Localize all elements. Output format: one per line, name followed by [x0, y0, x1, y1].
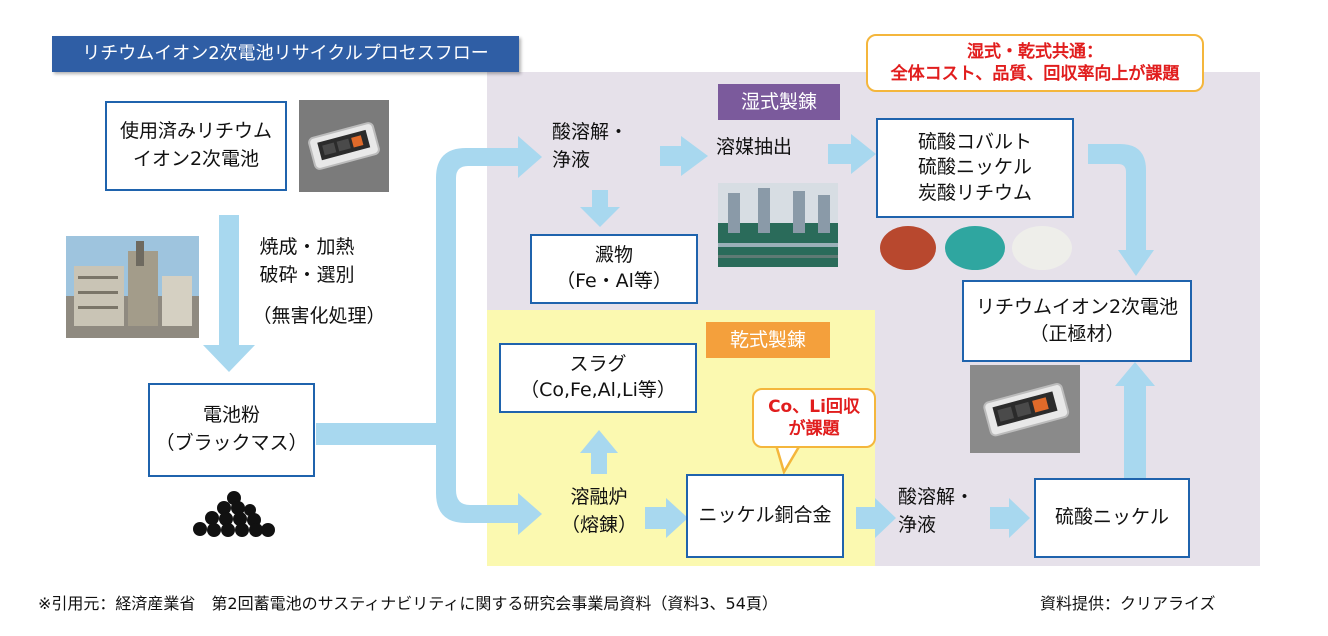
li-battery-line1: リチウムイオン2次電池 [975, 296, 1179, 319]
arrow-shaft-acid1-down [592, 190, 608, 208]
used-battery-line1: 使用済みリチウム [119, 120, 272, 143]
battery-powder-line2: （ブラックマス） [155, 432, 308, 454]
acid2-line1: 酸溶解・ [898, 486, 975, 508]
arrow-shaft-acid1-solvent [660, 146, 682, 166]
roasting-step: 焼成・加熱 破砕・選別 [244, 234, 370, 289]
arrow-shaft-furnace-alloy [645, 507, 667, 529]
solvent-extraction-step: 溶媒抽出 [716, 136, 793, 158]
wet-process-label: 湿式製錬 [718, 84, 840, 120]
nickel-sulfate-powder [945, 226, 1005, 270]
used-battery-box: 使用済みリチウム イオン2次電池 [105, 101, 287, 191]
source-citation: ※引用元：経済産業省 第2回蓄電池のサスティナビリティに関する研究会事業局資料（… [38, 594, 778, 613]
new-battery-image [970, 365, 1080, 453]
solvent-extraction-image [718, 183, 838, 267]
roasting-step-line1: 焼成・加熱 [259, 236, 355, 258]
precipitate-line1: 澱物 [594, 244, 633, 267]
arrow-head-acid1 [518, 136, 542, 178]
lithium-carbonate-powder [1012, 226, 1072, 270]
co-li-recovery-callout: Co、Li回収 が課題 [752, 388, 876, 448]
li-battery-line2: （正極材） [1029, 323, 1125, 345]
acid2-line2: 浄液 [898, 513, 937, 536]
arrow-shaft-sulfates-libattery [1088, 144, 1146, 250]
battery-image [299, 100, 389, 192]
arrow-shaft-solvent-sulfates [828, 144, 852, 164]
sulfates-box: 硫酸コバルト 硫酸ニッケル 炭酸リチウム [876, 118, 1074, 218]
slag-line2: （Co,Fe,Al,Li等） [520, 379, 676, 401]
acid-dissolution-step-2: 酸溶解・ 浄液 [898, 484, 998, 539]
battery-powder-box: 電池粉 （ブラックマス） [148, 383, 315, 477]
slag-box: スラグ （Co,Fe,Al,Li等） [499, 343, 697, 413]
arrow-head-furnace-up [580, 430, 618, 453]
alloy-line1: ニッケル銅合金 [698, 504, 832, 527]
nickel-copper-alloy-box: ニッケル銅合金 [686, 474, 844, 558]
co-li-line2: が課題 [788, 419, 840, 439]
arrow-shaft-powder-out [316, 423, 436, 445]
roasting-step-note: （無害化処理） [252, 305, 386, 327]
common-issue-line1: 湿式・乾式共通： [967, 41, 1103, 62]
page-title: リチウムイオン2次電池リサイクルプロセスフロー [52, 36, 519, 72]
arrow-shaft-nisulfate-up [1124, 386, 1146, 478]
arrow-head-nisulfate-up [1115, 362, 1155, 386]
arrow-shaft-acid2-nisulfate [990, 507, 1010, 529]
arrow-head-acid1-down [580, 207, 620, 227]
furnace-line1: 溶融炉 [570, 486, 628, 508]
black-mass-image [193, 491, 275, 537]
acid1-line1: 酸溶解・ [552, 121, 629, 143]
slag-line1: スラグ [569, 353, 627, 376]
arrow-head-alloy-acid2 [875, 498, 896, 538]
arrow-head-down-left [203, 345, 255, 372]
ni-sulfate-line1: 硫酸ニッケル [1054, 506, 1169, 529]
arrow-head-furnace [518, 493, 542, 535]
chemical-powders-image [880, 226, 1072, 270]
arrow-shaft-alloy-acid2 [856, 507, 876, 529]
arrow-head-acid1-solvent [681, 136, 708, 176]
co-li-line1: Co、Li回収 [768, 396, 860, 417]
acid1-line2: 浄液 [552, 148, 591, 171]
roasting-plant-image [66, 236, 199, 338]
common-issue-line2: 全体コスト、品質、回収率向上が課題 [890, 64, 1180, 84]
sulfates-line1: 硫酸コバルト [917, 130, 1032, 153]
nickel-sulfate-box: 硫酸ニッケル [1034, 478, 1190, 558]
sulfates-line2: 硫酸ニッケル [917, 156, 1032, 179]
precipitate-box: 澱物 （Fe・Al等） [530, 234, 698, 304]
arrow-shaft-furnace-up [591, 452, 607, 474]
arrow-split-vertical [436, 148, 520, 523]
cobalt-sulfate-powder [880, 226, 936, 270]
arrow-head-furnace-alloy [666, 498, 688, 538]
arrow-shaft-down-left [219, 215, 239, 345]
battery-powder-line1: 電池粉 [202, 404, 260, 427]
callout-pointer [774, 444, 803, 474]
dry-process-label: 乾式製錬 [706, 322, 830, 358]
arrow-head-libattery-down [1118, 250, 1154, 276]
common-issue-callout: 湿式・乾式共通： 全体コスト、品質、回収率向上が課題 [866, 34, 1204, 92]
acid-dissolution-step-1: 酸溶解・ 浄液 [552, 119, 652, 174]
roasting-step-line2: 破砕・選別 [259, 263, 355, 286]
arrow-head-solvent-sulfates [851, 134, 876, 174]
furnace-line2: （熔錬） [560, 513, 637, 536]
precipitate-line2: （Fe・Al等） [556, 270, 672, 292]
li-battery-box: リチウムイオン2次電池 （正極材） [962, 280, 1192, 362]
material-credit: 資料提供：クリアライズ [1040, 594, 1216, 613]
arrow-head-acid2-nisulfate [1009, 498, 1030, 538]
sulfates-line3: 炭酸リチウム [917, 181, 1032, 204]
used-battery-line2: イオン2次電池 [132, 148, 260, 170]
smelting-furnace-step: 溶融炉 （熔錬） [548, 484, 650, 539]
